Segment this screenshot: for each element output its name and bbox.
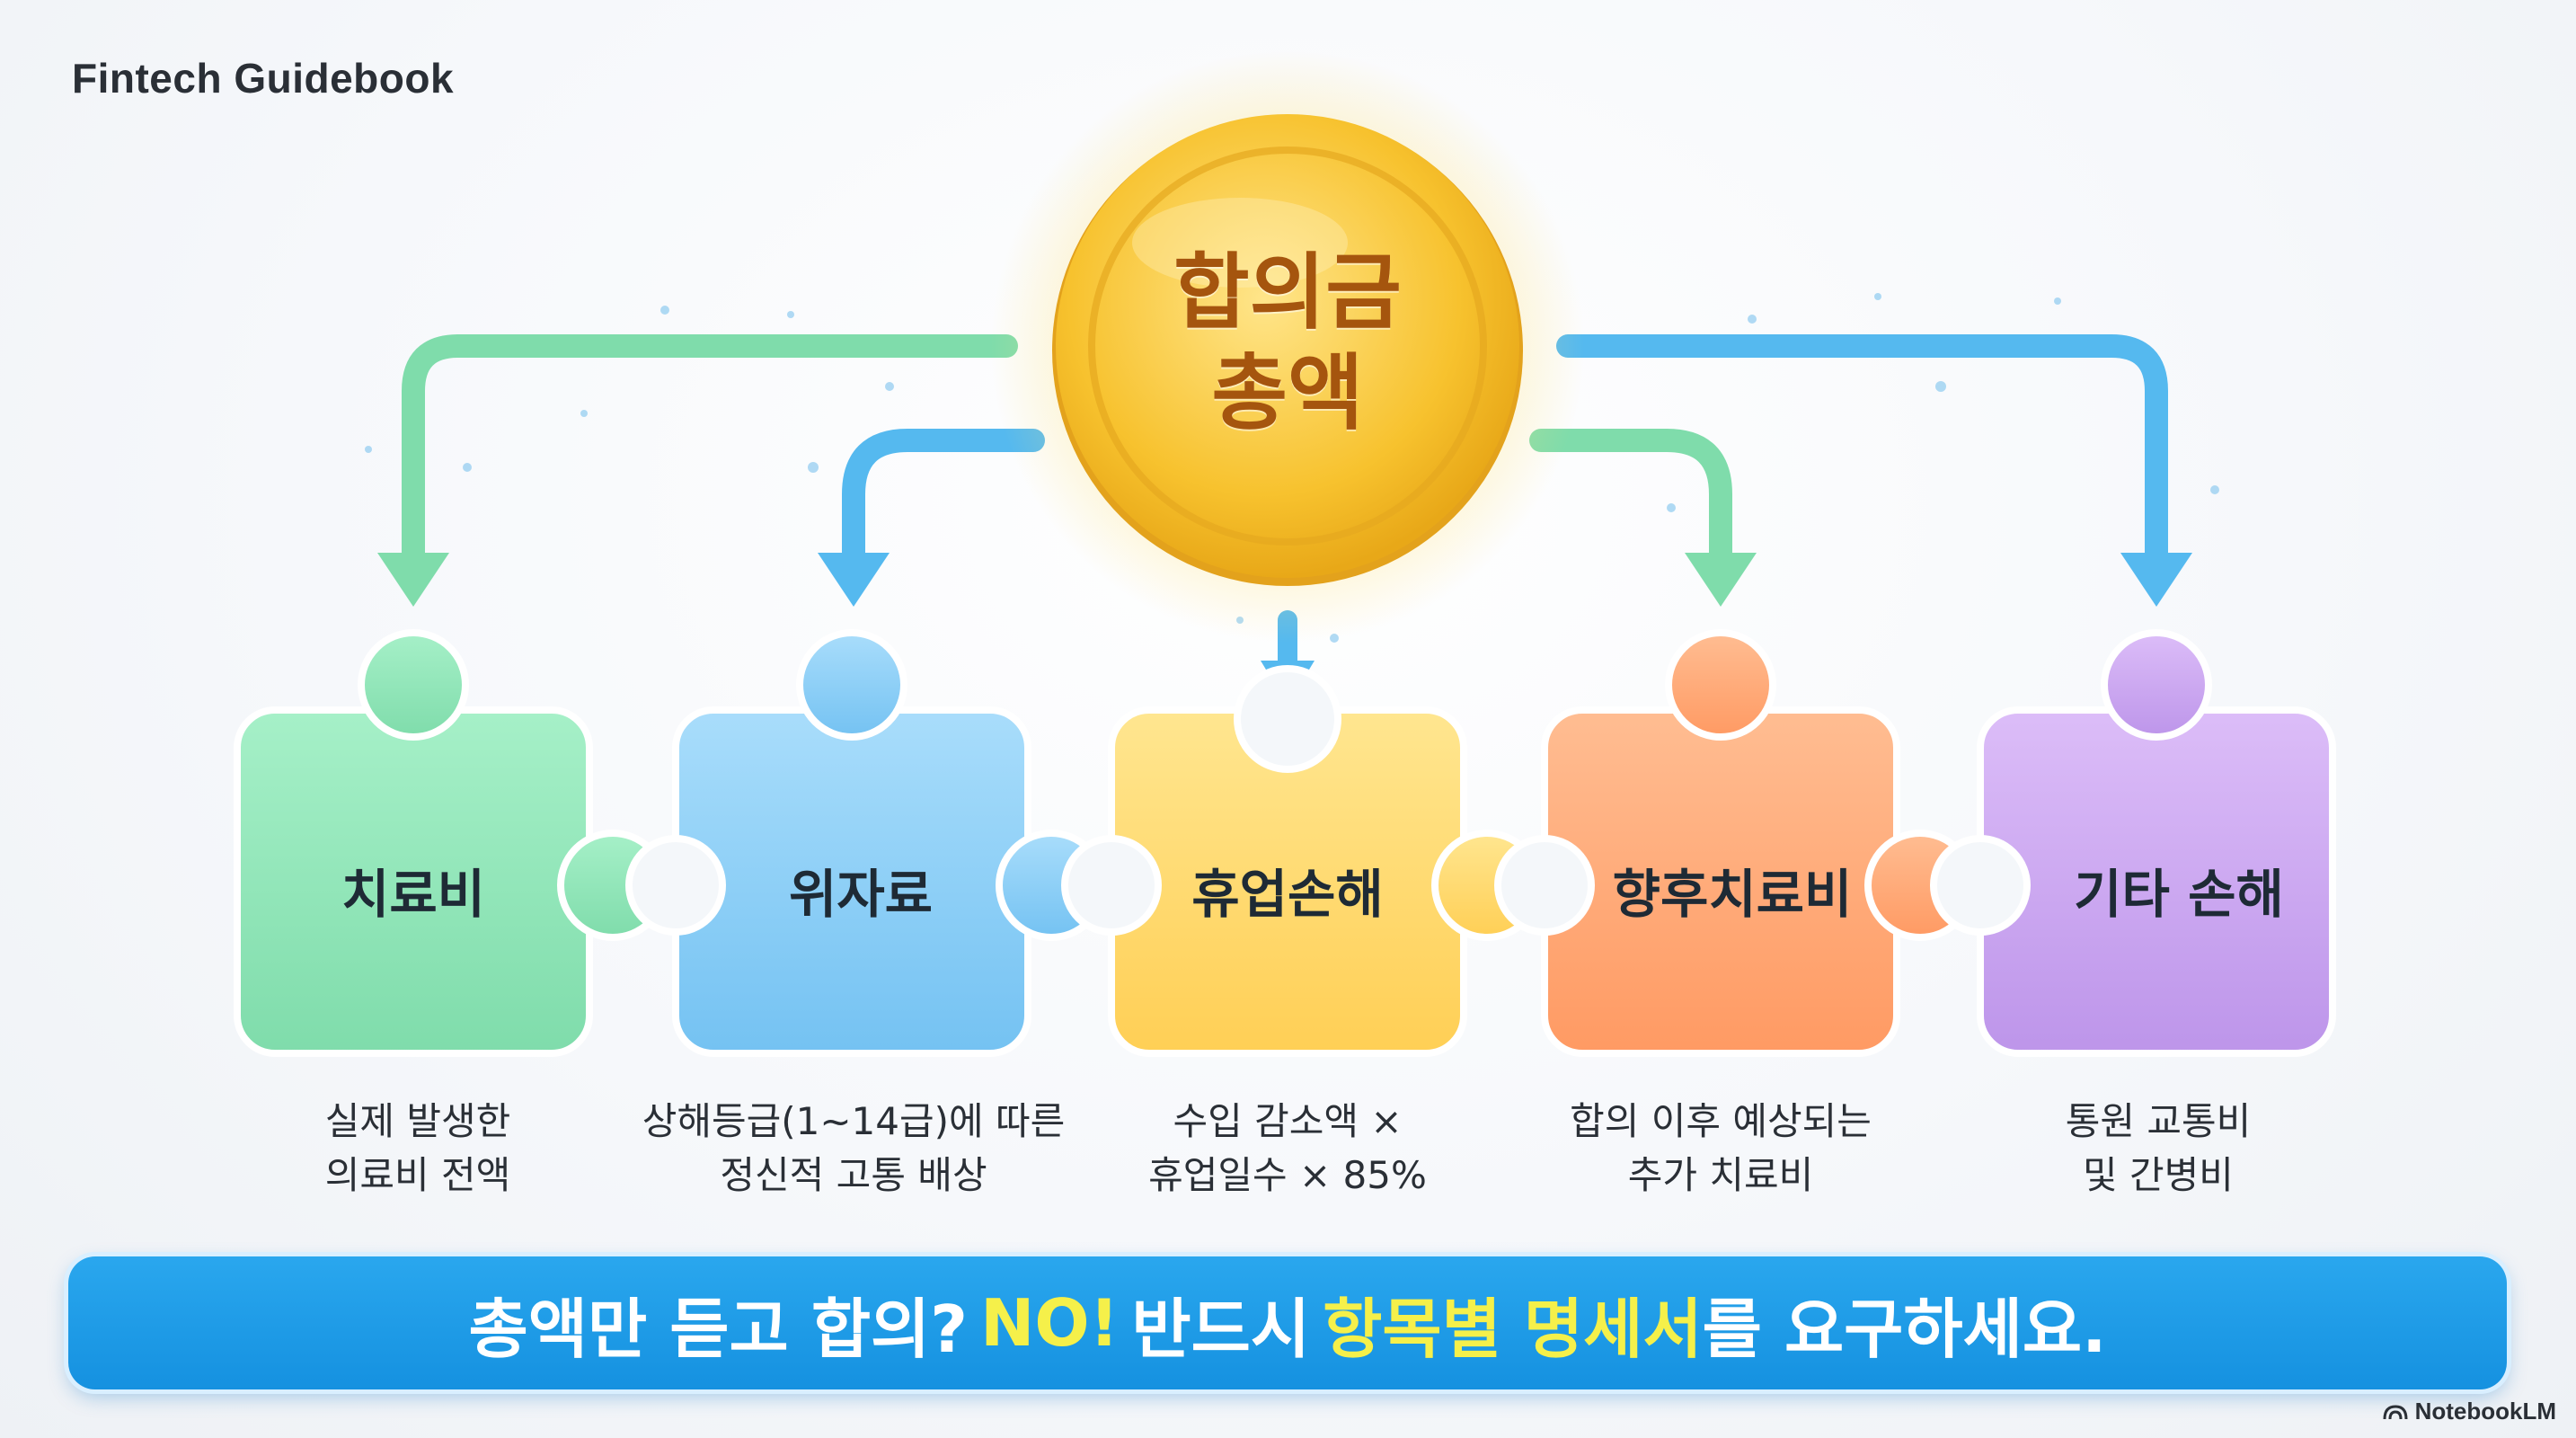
label-treatment: 치료비: [341, 864, 486, 925]
desc-line: 수입 감소액 ×: [1173, 1099, 1403, 1143]
desc-treatment: 실제 발생한 의료비 전액: [184, 1095, 651, 1203]
desc-consolation: 상해등급(1~14급)에 따른 정신적 고통 배상: [620, 1095, 1087, 1203]
callout-banner: 총액만 듣고 합의? NO! 반드시 항목별 명세서 를 요구하세요.: [68, 1256, 2507, 1389]
banner-text-3: 를 요구하세요.: [1702, 1291, 2107, 1367]
puzzle-piece-future-treatment: [1494, 629, 1976, 1057]
label-future-treatment: 향후치료비: [1612, 864, 1853, 925]
banner-highlight-itemized: 항목별 명세서: [1323, 1291, 1703, 1367]
desc-line: 합의 이후 예상되는: [1570, 1099, 1872, 1143]
center-total-label: 합의금 총액: [1099, 243, 1476, 444]
notebooklm-watermark: NotebookLM: [2383, 1398, 2556, 1425]
desc-line: 통원 교통비: [2065, 1099, 2252, 1143]
center-line-2: 총액: [1211, 345, 1364, 441]
desc-line: 휴업일수 × 85%: [1148, 1153, 1427, 1197]
notebooklm-label: NotebookLM: [2414, 1398, 2556, 1425]
puzzle-piece-consolation: [625, 629, 1107, 1057]
label-lost-income: 휴업손해: [1191, 864, 1384, 925]
arrow-to-future-treatment: [1529, 429, 1732, 564]
desc-line: 추가 치료비: [1627, 1153, 1814, 1197]
banner-highlight-no: NO!: [980, 1285, 1120, 1361]
desc-line: 상해등급(1~14급)에 따른: [642, 1099, 1066, 1143]
arrow-to-consolation: [842, 429, 1045, 564]
arrow-to-treatment: [402, 334, 1018, 564]
arrow-heads: [377, 553, 2192, 706]
puzzle-piece-other-damages: [1930, 629, 2336, 1057]
desc-lost-income: 수입 감소액 × 휴업일수 × 85%: [1054, 1095, 1521, 1203]
banner-text-2: 반드시: [1131, 1291, 1311, 1367]
banner-text-1: 총액만 듣고 합의?: [468, 1291, 969, 1367]
desc-line: 및 간병비: [2083, 1153, 2234, 1197]
coin-icon: [991, 49, 1584, 643]
sparkle-dots: [365, 293, 2219, 643]
desc-future-treatment: 합의 이후 예상되는 추가 치료비: [1487, 1095, 1954, 1203]
puzzle-piece-lost-income: [1061, 665, 1543, 1057]
puzzle-piece-treatment: [234, 629, 668, 1057]
desc-line: 의료비 전액: [324, 1153, 511, 1197]
desc-line: 정신적 고통 배상: [720, 1153, 987, 1197]
notebooklm-icon: [2383, 1404, 2408, 1419]
label-other-damages: 기타 손해: [2074, 864, 2284, 925]
desc-line: 실제 발생한: [324, 1099, 511, 1143]
center-line-1: 합의금: [1173, 244, 1402, 341]
arrow-to-other-damages: [1556, 334, 2168, 564]
desc-other-damages: 통원 교통비 및 간병비: [1925, 1095, 2392, 1203]
brand-title: Fintech Guidebook: [72, 55, 455, 102]
label-consolation: 위자료: [788, 864, 934, 925]
